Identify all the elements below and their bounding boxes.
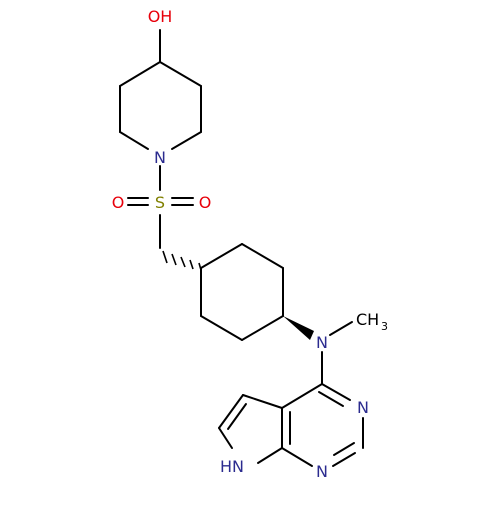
bond-pip-3 (171, 131, 202, 150)
bond-cy-5 (200, 315, 243, 341)
hash-3 (180, 256, 186, 268)
bond-cy-4 (241, 315, 284, 341)
bond-c5-c6-inner (227, 403, 247, 430)
bond-n1-c7a (281, 447, 313, 467)
bond-c2-n1-inner (333, 442, 355, 456)
bond-c4a-c4 (281, 383, 323, 409)
bond-c4-n3-inner (318, 391, 344, 407)
solid-wedge (283, 316, 314, 340)
bond-c4a-c5 (242, 394, 283, 409)
hash-5 (162, 250, 168, 264)
bond-pip-6 (119, 61, 161, 87)
bond-pip-4 (119, 131, 149, 150)
pyrimidine-n-upper-label: N (357, 398, 369, 417)
pyrimidine-n-lower-label: N (316, 462, 328, 481)
bond-n-ch3 (329, 321, 353, 336)
bond-cy-1 (200, 243, 243, 269)
hash-1 (198, 262, 202, 271)
bond-c2-n1 (332, 452, 356, 467)
hash-2 (189, 259, 194, 270)
hydroxyl-label: OH (148, 7, 173, 26)
bond-c6-n7 (218, 427, 233, 449)
pyrrole-nh-label: HN (220, 457, 244, 476)
bond-c5-c6 (218, 394, 244, 429)
piperidine-n-label: N (154, 148, 166, 167)
methyl-subscript: 3 (381, 320, 388, 333)
oxygen-left-label: O (112, 193, 125, 212)
bonds (119, 29, 364, 467)
bond-c4-n3 (321, 383, 351, 401)
hash-4 (171, 253, 177, 266)
sulfur-label: S (155, 193, 165, 212)
hashed-wedge (162, 250, 202, 271)
methyl-label: CH (356, 310, 379, 329)
amine-n-label: N (316, 333, 328, 352)
bond-pip-1 (159, 61, 202, 87)
bond-n7-c7a (257, 447, 283, 464)
oxygen-right-label: O (199, 193, 212, 212)
bond-cy-2 (241, 243, 284, 269)
